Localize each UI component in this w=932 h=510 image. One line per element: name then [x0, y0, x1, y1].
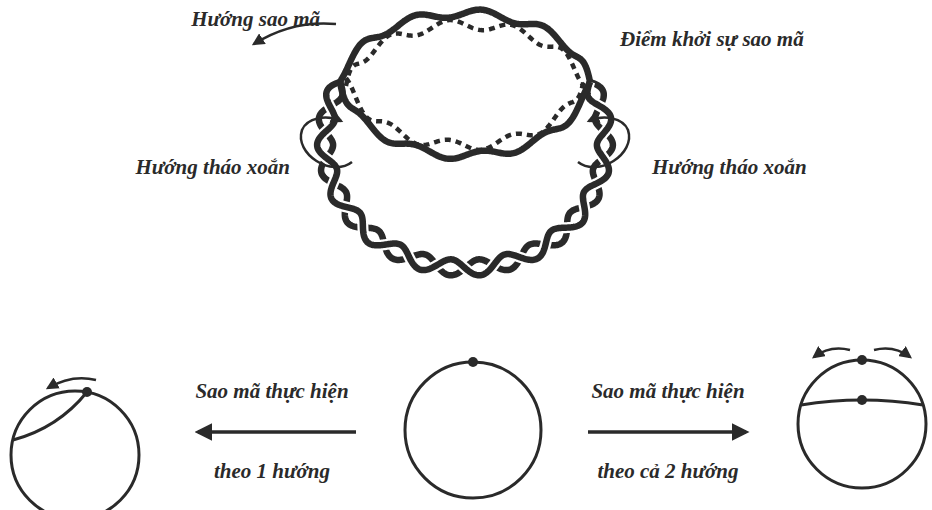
direction-arrow [48, 378, 96, 388]
unwind-label: Hướng tháo xoắn [652, 155, 807, 180]
process-label: Sao mã thực hiện [591, 379, 744, 404]
process-label: Sao mã thực hiện [195, 379, 348, 404]
rna-strand [13, 392, 87, 440]
unwind-arrow [578, 118, 629, 168]
transcription-bubble [340, 10, 590, 159]
direction-arrow [874, 349, 910, 357]
process-arrow [588, 430, 746, 434]
dna-circle [798, 360, 926, 488]
rna-strand [346, 78, 584, 150]
origin-dot [82, 387, 92, 397]
dna-circle [11, 391, 139, 510]
direction-label: Hướng sao mã [191, 7, 320, 32]
origin-dot [857, 355, 867, 365]
direction-arrow [814, 349, 850, 357]
rna-strand [346, 20, 584, 86]
origin-label: Điểm khởi sự sao mã [620, 27, 804, 52]
unwind-label: Hướng tháo xoắn [135, 155, 290, 180]
process-label: theo cả 2 hướng [597, 459, 738, 484]
dna-circle [405, 362, 541, 498]
process-label: theo 1 hướng [214, 459, 330, 484]
unwind-arrow [301, 118, 352, 168]
origin-dot [857, 395, 867, 405]
process-arrow [198, 430, 356, 434]
origin-dot [468, 357, 478, 367]
